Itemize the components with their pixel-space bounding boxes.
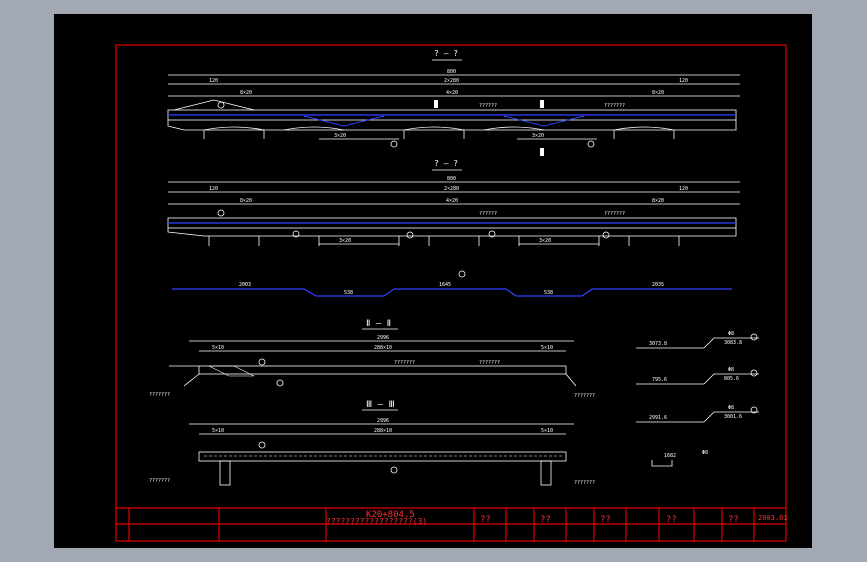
rebar-1-len: 3073.8 [649, 341, 667, 347]
dim-8x20-right: 8×20 [652, 90, 664, 96]
drawing-frame [115, 44, 787, 542]
sec2-label-b: ??????? [479, 360, 500, 366]
tb-cell-5: ?? [728, 515, 739, 525]
dim-8x20-left: 8×20 [240, 90, 252, 96]
sec2-label-left: ??????? [149, 392, 170, 398]
rebar-3-phi: Φ8 [728, 405, 734, 411]
dim-end-right: 120 [679, 78, 688, 84]
rebar-1-len-b: 3083.8 [724, 340, 742, 346]
section-iii-beam [198, 451, 567, 462]
rebar-2-phi: Φ8 [728, 367, 734, 373]
label-q7-mid: ??????? [604, 211, 625, 217]
dim-4x20-mid: 4×20 [446, 198, 458, 204]
callout-1 [217, 101, 225, 109]
sec2-label-a: ??????? [394, 360, 415, 366]
sec3-inner: 288×10 [374, 428, 392, 434]
rebar-4-phi: Φ8 [702, 450, 708, 456]
dim-8x20-left-mid: 8×20 [240, 198, 252, 204]
dim-3x20-d: 3×20 [539, 238, 551, 244]
rebar-elevation [172, 288, 732, 297]
top-section-title: ? — ? [434, 49, 458, 58]
drawing-date: 2003.01 [758, 514, 788, 522]
dim-3x20-c: 3×20 [339, 238, 351, 244]
rebar-1-phi: Φ8 [728, 331, 734, 337]
sec3-5x10-right: 5×10 [541, 428, 553, 434]
section-ii-title: Ⅱ — Ⅱ [366, 319, 391, 329]
sec3-label-right: ??????? [574, 480, 595, 486]
dim-3x20-b: 3×20 [532, 133, 544, 139]
sec3-total: 2996 [377, 418, 389, 424]
tb-cell-3: ?? [600, 515, 611, 525]
project-station: K20+804.5 [366, 510, 415, 520]
dim-4x20: 4×20 [446, 90, 458, 96]
sec3-label-left: ??????? [149, 478, 170, 484]
section-iii-title: Ⅲ — Ⅲ [366, 400, 395, 410]
dim-span-mid: 2×280 [444, 186, 459, 192]
dim-end-left-mid: 120 [209, 186, 218, 192]
dim-total-mid: 800 [447, 176, 456, 182]
seg-1645: 1645 [439, 282, 451, 288]
rebar-4-len: 1682 [664, 453, 676, 459]
dim-span: 2×280 [444, 78, 459, 84]
drawing-canvas[interactable]: K20+804.5 ??????????????????(3) ?? ?? ??… [54, 14, 812, 548]
sec2-label-right: ??????? [574, 393, 595, 399]
rebar-2-len-b: 805.6 [724, 376, 739, 382]
dim-end-left: 120 [209, 78, 218, 84]
section-ii-beam [198, 365, 567, 375]
cad-drawing: K20+804.5 ??????????????????(3) ?? ?? ??… [115, 44, 788, 542]
sec2-inner: 288×10 [374, 345, 392, 351]
mid-section-title: ? — ? [434, 159, 458, 168]
rebar-3-len: 2991.6 [649, 415, 667, 421]
drawing-name: ??????????????????(3) [326, 517, 427, 526]
rebar-2-len: 795.6 [652, 377, 667, 383]
dim-8x20-right-mid: 8×20 [652, 198, 664, 204]
seg-538-b: 538 [544, 290, 553, 296]
tb-cell-2: ?? [540, 515, 551, 525]
rebar-3-len-b: 3001.6 [724, 414, 742, 420]
dim-3x20-a: 3×20 [334, 133, 346, 139]
tb-cell-1: ?? [480, 515, 491, 525]
seg-2035: 2035 [652, 282, 664, 288]
dim-end-right-mid: 120 [679, 186, 688, 192]
label-q6-top: ?????? [479, 103, 497, 109]
sec2-total: 2996 [377, 335, 389, 341]
seg-2003: 2003 [239, 282, 251, 288]
label-q6-mid: ?????? [479, 211, 497, 217]
label-q7-top: ??????? [604, 103, 625, 109]
dim-total: 800 [447, 69, 456, 75]
rebar-schedule: 3073.8 3083.8 Φ8 795.6 805.6 Φ8 2991.6 3… [636, 331, 759, 467]
tb-cell-4: ?? [666, 515, 677, 525]
sec2-5x10-left: 5×10 [212, 345, 224, 351]
sec2-5x10-right: 5×10 [541, 345, 553, 351]
sec3-5x10-left: 5×10 [212, 428, 224, 434]
seg-538-a: 538 [344, 290, 353, 296]
